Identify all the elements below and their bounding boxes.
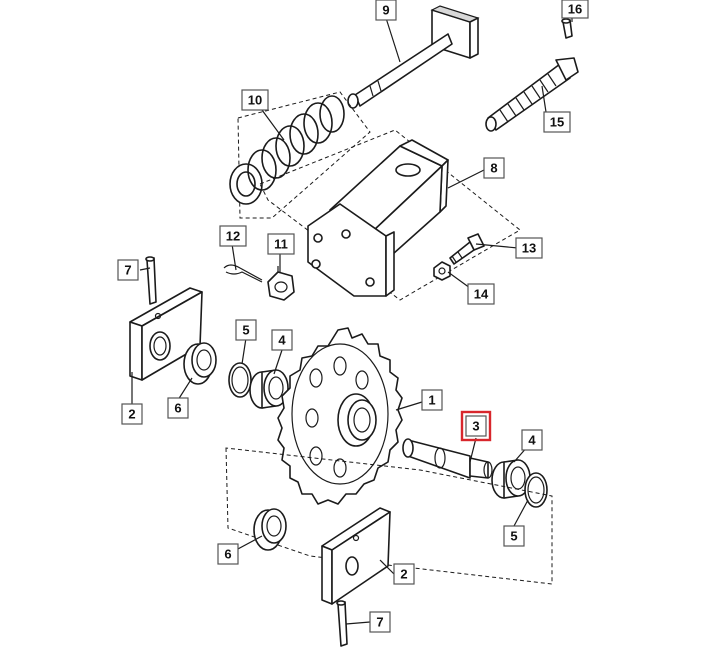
callout-2-right-label: 2 bbox=[400, 567, 407, 582]
callout-7-top[interactable]: 7 bbox=[117, 259, 139, 281]
callout-9[interactable]: 9 bbox=[375, 0, 397, 21]
part-12-cotter-pin bbox=[223, 264, 263, 283]
callout-16[interactable]: 16 bbox=[561, 0, 589, 19]
callout-13[interactable]: 13 bbox=[515, 237, 543, 259]
part-8-housing bbox=[259, 129, 521, 301]
part-4-bearing-right bbox=[491, 459, 531, 499]
callout-1-label: 1 bbox=[428, 393, 435, 408]
callout-2-right[interactable]: 2 bbox=[393, 563, 415, 585]
part-11-castle-nut bbox=[267, 266, 295, 301]
callout-12[interactable]: 12 bbox=[219, 225, 247, 247]
callout-14-label: 14 bbox=[474, 287, 489, 302]
part-6-seal-right bbox=[253, 508, 287, 551]
highlight-frame bbox=[460, 410, 492, 442]
part-5-ring-left bbox=[228, 362, 252, 398]
part-2-block-left bbox=[129, 287, 203, 381]
callout-13-label: 13 bbox=[522, 241, 536, 256]
callout-6-left-label: 6 bbox=[174, 401, 181, 416]
part-3-shaft bbox=[402, 438, 493, 479]
callout-12-label: 12 bbox=[226, 229, 240, 244]
part-13-bolt bbox=[449, 233, 485, 265]
leader-lines bbox=[131, 16, 573, 625]
assembly-dashed-outline bbox=[225, 447, 553, 585]
callout-16-label: 16 bbox=[568, 2, 582, 17]
callout-15-label: 15 bbox=[550, 115, 564, 130]
callout-6-left[interactable]: 6 bbox=[167, 397, 189, 419]
part-5-ring-right bbox=[524, 472, 548, 508]
callout-5-right[interactable]: 5 bbox=[503, 525, 525, 547]
callout-7-bottom[interactable]: 7 bbox=[369, 611, 391, 633]
part-10-spring bbox=[229, 91, 371, 219]
callout-3-label: 3 bbox=[472, 419, 479, 434]
callout-4-right[interactable]: 4 bbox=[521, 429, 543, 451]
callout-11-label: 11 bbox=[274, 237, 288, 252]
callout-9-label: 9 bbox=[382, 3, 389, 18]
part-7-pin-top bbox=[145, 256, 157, 305]
part-9-rod bbox=[347, 5, 480, 109]
callout-4-right-label: 4 bbox=[528, 433, 536, 448]
part-6-seal-left bbox=[183, 342, 217, 385]
callout-6-right-label: 6 bbox=[224, 547, 231, 562]
callout-2-left-label: 2 bbox=[128, 407, 135, 422]
callout-5-left-label: 5 bbox=[242, 323, 249, 338]
part-14-nut bbox=[433, 261, 451, 281]
callout-14[interactable]: 14 bbox=[467, 283, 495, 305]
callout-5-right-label: 5 bbox=[510, 529, 517, 544]
callout-10-label: 10 bbox=[248, 93, 262, 108]
part-1-sprocket bbox=[277, 327, 403, 505]
callout-1[interactable]: 1 bbox=[421, 389, 443, 411]
part-7-pin-bottom bbox=[336, 600, 348, 647]
part-15-threaded-bolt bbox=[485, 57, 579, 132]
callout-10[interactable]: 10 bbox=[241, 89, 269, 111]
callout-4-left-label: 4 bbox=[278, 333, 286, 348]
callout-8-label: 8 bbox=[490, 161, 497, 176]
callout-7-bottom-label: 7 bbox=[376, 615, 383, 630]
part-16-pin bbox=[561, 18, 573, 39]
callout-2-left[interactable]: 2 bbox=[121, 403, 143, 425]
callout-4-left[interactable]: 4 bbox=[271, 329, 293, 351]
callout-11[interactable]: 11 bbox=[267, 233, 295, 255]
part-4-bearing-left bbox=[249, 369, 289, 409]
callout-3-highlighted[interactable]: 3 bbox=[460, 410, 492, 442]
callout-6-right[interactable]: 6 bbox=[217, 543, 239, 565]
callout-5-left[interactable]: 5 bbox=[235, 319, 257, 341]
callout-15[interactable]: 15 bbox=[543, 111, 571, 133]
part-2-block-right bbox=[321, 507, 391, 605]
callout-7-top-label: 7 bbox=[124, 263, 131, 278]
callout-8[interactable]: 8 bbox=[483, 157, 505, 179]
